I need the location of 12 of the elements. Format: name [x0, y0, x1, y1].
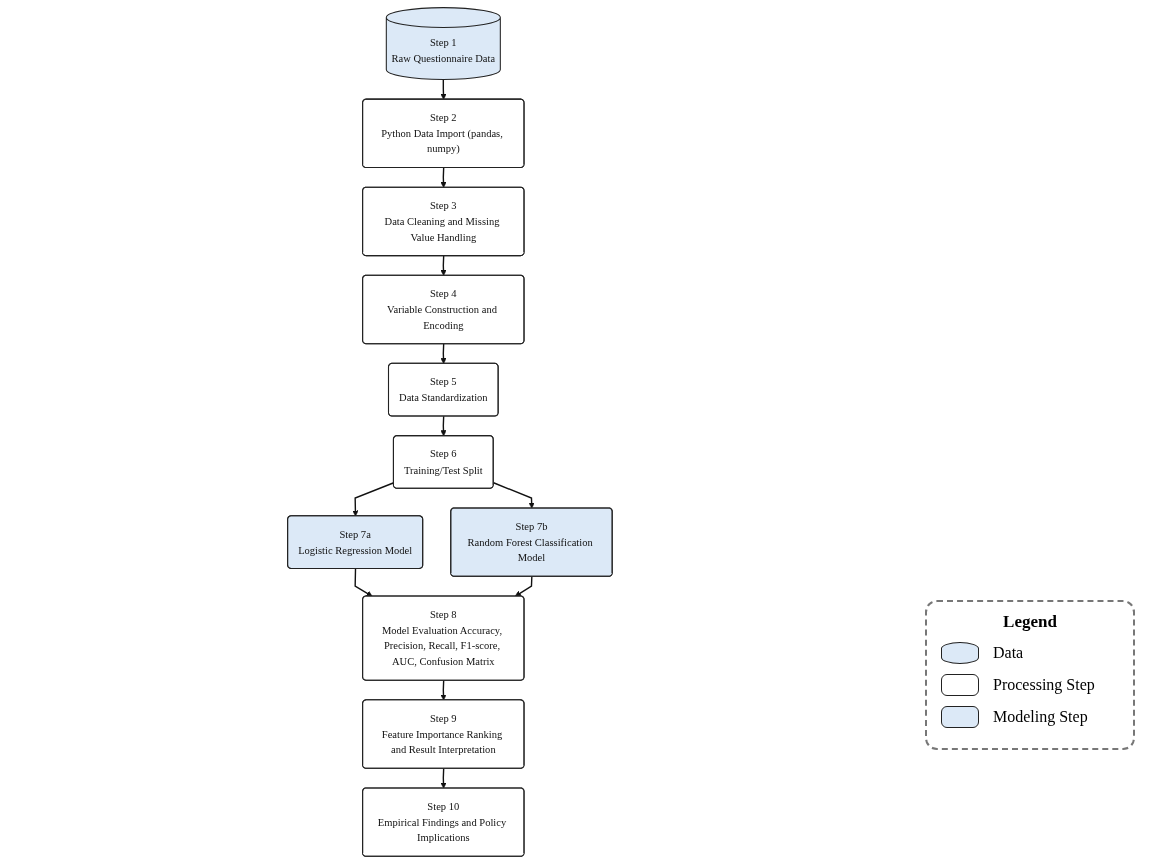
- arrow: [440, 415, 447, 437]
- legend-label: Data: [993, 644, 1024, 662]
- arrow: [440, 78, 447, 100]
- arrow: [440, 255, 447, 276]
- arrow: [440, 767, 447, 789]
- arrow: [514, 576, 533, 597]
- arrow: [440, 167, 447, 188]
- legend-label: Processing Step: [993, 676, 1095, 694]
- legend-label: Modeling Step: [993, 708, 1088, 726]
- legend-title: Legend: [1002, 612, 1058, 632]
- arrow: [354, 568, 373, 597]
- arrow: [440, 679, 447, 701]
